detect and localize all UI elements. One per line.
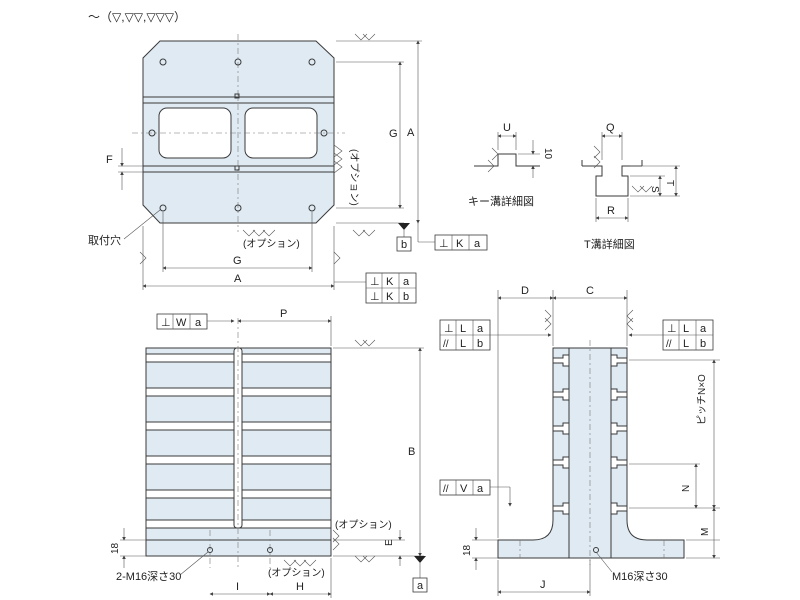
- t-dim-T: T: [664, 180, 675, 186]
- side-tolV-a: a: [477, 483, 484, 495]
- side-t-slots: [552, 354, 628, 515]
- front-view: ⊥ W a P B E a (オプション) (オプション) 18: [110, 308, 428, 598]
- side-pitch-label: ピッチN×O: [696, 374, 708, 425]
- front-option-label-bottom: (オプション): [268, 567, 325, 579]
- side-tolR-b: b: [700, 338, 706, 350]
- key-dim-U: U: [503, 122, 511, 134]
- side-tolL-perp: ⊥: [444, 323, 454, 335]
- key-groove-detail: U 10 キー溝詳細図: [468, 122, 553, 208]
- key-groove-title: キー溝詳細図: [468, 194, 534, 208]
- top-dim-A: A: [407, 127, 415, 139]
- side-dim-18: 18: [462, 544, 473, 556]
- top-dim-G-right: G: [389, 128, 398, 140]
- side-tolL-L2: L: [460, 338, 466, 350]
- front-dim-H: H: [296, 581, 304, 593]
- front-dim-18: 18: [110, 542, 121, 554]
- top-option-label-bottom: (オプション): [243, 238, 300, 250]
- side-dim-N: N: [681, 485, 692, 492]
- top-tol2-a: a: [403, 276, 410, 288]
- top-tol2-perp2: ⊥: [370, 291, 380, 303]
- side-tolV-par: //: [443, 484, 449, 495]
- t-dim-R: R: [607, 205, 615, 217]
- front-dim-E: E: [384, 539, 395, 546]
- top-option-label-vertical: (オプション): [348, 149, 360, 206]
- side-tolR-L1: L: [683, 323, 689, 335]
- t-dim-Q: Q: [606, 122, 615, 134]
- front-tol-W: W: [176, 317, 187, 329]
- front-datum-a: a: [417, 580, 424, 592]
- side-thread-label: M16深さ30: [612, 570, 668, 583]
- top-mount-hole-label: 取付穴: [88, 233, 121, 247]
- front-dim-P: P: [280, 308, 287, 320]
- front-option-label-right: (オプション): [335, 519, 392, 531]
- t-groove-title: T溝詳細図: [584, 237, 635, 251]
- side-dim-C: C: [586, 285, 594, 297]
- side-plate-outline: [497, 347, 685, 559]
- side-tolL-L1: L: [460, 323, 466, 335]
- top-tol-a: a: [474, 238, 481, 250]
- side-dim-D: D: [521, 285, 529, 297]
- top-tol2-K1: K: [386, 276, 394, 288]
- side-view: D C ⊥ L a // L b ⊥ L a // L b // V a: [439, 285, 720, 596]
- top-tol-perp: ⊥: [439, 238, 449, 250]
- top-tol2-K2: K: [386, 291, 394, 303]
- top-dim-A-bottom: A: [234, 273, 242, 285]
- top-view: A G F (オプション) b ⊥ K a (オプション) 取付穴: [88, 33, 488, 304]
- side-tolL-b: b: [477, 338, 483, 350]
- top-datum-b: b: [401, 239, 407, 251]
- front-dim-I: I: [236, 581, 239, 593]
- side-tolR-L2: L: [683, 338, 689, 350]
- front-thread-label: 2-M16深さ30: [116, 570, 181, 583]
- side-tolL-a: a: [477, 323, 484, 335]
- front-tol-W-a: a: [195, 317, 202, 329]
- top-bolt-holes: [159, 58, 316, 212]
- side-tolR-perp: ⊥: [667, 323, 677, 335]
- finish-symbols-header: ～（▽,▽▽,▽▽▽）: [88, 10, 186, 24]
- side-tolR-a: a: [700, 323, 707, 335]
- side-dim-M: M: [700, 528, 711, 536]
- top-tol-K: K: [456, 238, 464, 250]
- top-dim-G-bottom: G: [233, 255, 242, 267]
- side-tolL-par: //: [443, 339, 449, 350]
- front-dim-B: B: [408, 446, 415, 458]
- side-tolR-par: //: [666, 339, 672, 350]
- top-plate-outline: [142, 40, 335, 224]
- side-tolV-V: V: [460, 483, 468, 495]
- t-dim-S: S: [649, 186, 660, 193]
- t-groove-detail: Q R T S T溝詳細図: [581, 122, 680, 251]
- top-tol2-perp1: ⊥: [370, 276, 380, 288]
- front-tol-W-perp: ⊥: [161, 317, 171, 329]
- key-dim-10: 10: [542, 148, 553, 160]
- top-tol2-b: b: [403, 291, 409, 303]
- side-dim-J: J: [540, 579, 546, 591]
- top-dim-F: F: [106, 154, 113, 166]
